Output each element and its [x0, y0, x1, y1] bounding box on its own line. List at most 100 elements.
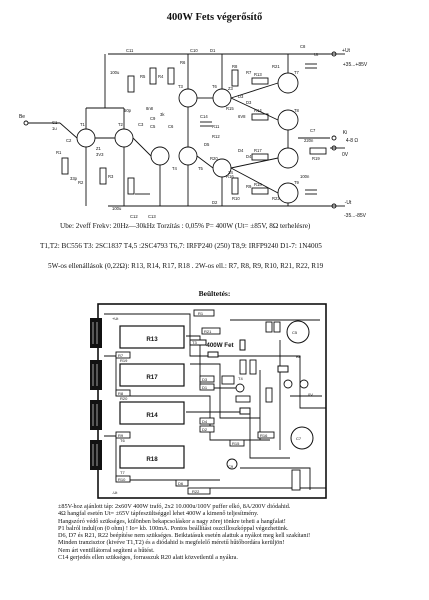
label-c9: C9 — [150, 116, 156, 121]
pcb-gnd-label: 0V — [308, 392, 313, 397]
label-c8: C8 — [300, 44, 306, 49]
pcb-r13-label: R13 — [146, 336, 158, 343]
label-d4: D4 — [246, 154, 252, 159]
pcb-c14: C9 — [228, 464, 234, 469]
label-r4: R4 — [158, 74, 164, 79]
label-r1: R1 — [56, 150, 62, 155]
pcb-r7: R7 — [118, 353, 124, 358]
pcb-d5: D4 — [202, 419, 208, 424]
label-r20: R20 — [210, 156, 218, 161]
label-c11: C11 — [126, 48, 134, 53]
label-t5: T5 — [198, 166, 204, 171]
pcb-r17-label: R17 — [146, 374, 158, 381]
label-t2: T2 — [118, 122, 124, 127]
pcb-c11: C5 — [292, 330, 298, 335]
label-r15: R15 — [226, 106, 234, 111]
pcb-c6: T3 — [192, 340, 197, 345]
rail-pos-voltage: +35...+85V — [343, 62, 368, 68]
rail-pos-label: +Ut — [342, 48, 351, 54]
speaker-label: 4-8 Ω — [346, 138, 359, 144]
ground-label: 0V — [342, 152, 349, 158]
pcb-heading: 400W Fet — [206, 342, 233, 349]
spec-line-1: Ube: 2veff Frekv: 20Hz—30kHz Torzítás : … — [60, 222, 311, 230]
label-c5: C5 — [150, 124, 156, 129]
note-line: D6, D7 és R21, R22 beépítése nem szükség… — [58, 532, 311, 539]
pcb-r22: R22 — [192, 489, 200, 494]
pcb-r14-label: R14 — [146, 412, 158, 419]
label-t8: T8 — [294, 108, 300, 113]
label-d1: D1 — [210, 48, 216, 53]
label-r21: R21 — [272, 64, 280, 69]
spec-line-3: 5W-os ellenállások (0,22Ω): R13, R14, R1… — [48, 262, 324, 270]
output-label: Ki — [343, 130, 347, 136]
label-d4b: D4 — [238, 148, 244, 153]
label-c10: C10 — [190, 48, 198, 53]
label-c6: C6 — [168, 124, 174, 129]
label-t4: T4 — [172, 166, 178, 171]
pcb-minus-ut: -Ut — [112, 490, 118, 495]
label-r8: R8 — [232, 64, 238, 69]
label-d5: D5 — [204, 142, 210, 147]
pcb-t8: T6 — [120, 438, 125, 443]
label-r2: R2 — [78, 180, 84, 185]
pcb-d7: D6 — [178, 481, 184, 486]
pcb-r1: R1 — [198, 311, 204, 316]
label-c1-val: 1u — [52, 126, 57, 131]
label-100n: 100n — [300, 174, 310, 179]
label-t7: T7 — [294, 70, 300, 75]
label-8n8: 8n8 — [146, 106, 154, 111]
note-line: C14 gerjedés ellen szükséges, forrasszuk… — [58, 553, 238, 561]
assembly-notes: ±85V-hoz ajánlott táp: 2x60V 400W trafó,… — [58, 503, 388, 561]
label-c12: C12 — [130, 214, 138, 219]
label-r18: R18 — [254, 182, 262, 187]
label-r6: R6 — [180, 60, 186, 65]
note-line: Hangszóró védő szükséges, különben bekap… — [58, 517, 286, 525]
label-r19: R19 — [312, 156, 320, 161]
note-line: 4Ω hangfal esetén Ut= ±65V tápfeszültség… — [58, 510, 259, 518]
label-r10: R10 — [232, 196, 240, 201]
note-line: Minden tranzisztor (kivéve T1,T2) és a d… — [58, 539, 285, 547]
label-100u: 100u — [110, 70, 120, 75]
label-6v8: 6V8 — [238, 114, 246, 119]
label-z1: Z1 — [96, 146, 102, 151]
label-r3: R3 — [108, 174, 114, 179]
note-line: P1 balról indul(on (0 ohm) ! Io= kb. 100… — [58, 524, 289, 532]
label-100u-b: 100u — [112, 206, 122, 211]
label-c14: C14 — [200, 114, 208, 119]
pcb-t7: R20 — [120, 396, 128, 401]
label-t3: T3 — [178, 84, 184, 89]
pcb-r21: R21 — [204, 329, 212, 334]
label-r17: R17 — [254, 148, 262, 153]
pcb-r8: R8 — [118, 391, 124, 396]
label-r13: R13 — [254, 72, 262, 77]
label-r9: R9 — [246, 184, 252, 189]
pcb-t9: T7 — [120, 470, 125, 475]
note-line: ±85V-hoz ajánlott táp: 2x60V 400W trafó,… — [58, 503, 291, 510]
label-c3: C3 — [138, 122, 144, 127]
input-label: Be — [19, 114, 25, 120]
page-title: 400W Fets végerősítő — [166, 12, 263, 23]
label-r22: R22 — [272, 196, 280, 201]
pcb-d4: D3 — [202, 377, 208, 382]
pcb-r15: R15 — [232, 441, 240, 446]
label-z4: Z4 — [228, 170, 234, 175]
label-d2: D2 — [212, 200, 218, 205]
pcb-in-label: Be — [296, 354, 302, 359]
rail-neg-label: -Ut — [345, 200, 352, 206]
pcb-t6: R19 — [120, 358, 128, 363]
label-c7: C7 — [310, 128, 316, 133]
pcb-t3: T4 — [238, 376, 243, 381]
pcb-r18-label: R18 — [146, 456, 158, 463]
label-d3b: D3 — [238, 94, 244, 99]
label-r16: R16 — [226, 174, 234, 179]
label-z1-val: 3V3 — [96, 152, 104, 157]
label-r12: R12 — [212, 134, 220, 139]
pcb-layout: R13 R17 R14 R18 400W Fet +Ut -Ut Be 0V R… — [90, 303, 327, 499]
label-r14: R14 — [254, 108, 262, 113]
label-r11: R11 — [212, 124, 220, 129]
pcb-d2: D1 — [202, 385, 208, 390]
pcb-c13: C7 — [296, 436, 302, 441]
spec-line-2: T1,T2: BC556 T3: 2SC1837 T4,5 :2SC4793 T… — [40, 242, 322, 250]
label-3k: 3k — [160, 112, 165, 117]
label-c13: C13 — [148, 214, 156, 219]
